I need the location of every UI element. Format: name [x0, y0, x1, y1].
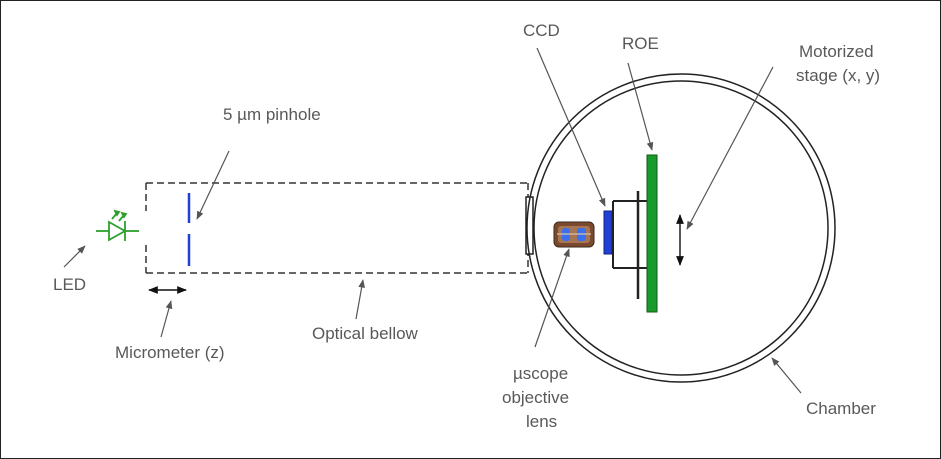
optical-bellow-label: Optical bellow [312, 324, 419, 343]
led-label: LED [53, 275, 86, 294]
roe-pointer [627, 62, 654, 151]
roe-plate [646, 154, 658, 313]
chamber [526, 73, 836, 383]
ccd-mount [612, 200, 647, 269]
bellow-pointer [355, 279, 365, 320]
chamber-pointer [771, 357, 802, 394]
lens-label-line2: objective [502, 388, 569, 407]
led-diode-icon [96, 209, 139, 242]
ccd-label: CCD [523, 21, 560, 40]
lens-label-line3: lens [526, 412, 557, 431]
micrometer-label: Micrometer (z) [115, 343, 225, 362]
lens-pointer [534, 248, 570, 348]
chamber-label: Chamber [806, 399, 876, 418]
ccd-sensor [603, 210, 613, 255]
lens-label-line1: µscope [513, 364, 568, 383]
micrometer-pointer [160, 300, 173, 338]
stage-label-line2: stage (x, y) [796, 66, 880, 85]
pinhole-pointer [196, 150, 230, 220]
pinhole-label: 5 µm pinhole [223, 105, 321, 124]
led-pointer [63, 245, 86, 268]
stage-label-line1: Motorized [799, 42, 874, 61]
ccd-pointer [536, 47, 606, 207]
roe-label: ROE [622, 34, 659, 53]
stage-pointer [686, 66, 774, 230]
optical-bellow [145, 182, 529, 274]
objective-lens-icon [553, 221, 595, 248]
